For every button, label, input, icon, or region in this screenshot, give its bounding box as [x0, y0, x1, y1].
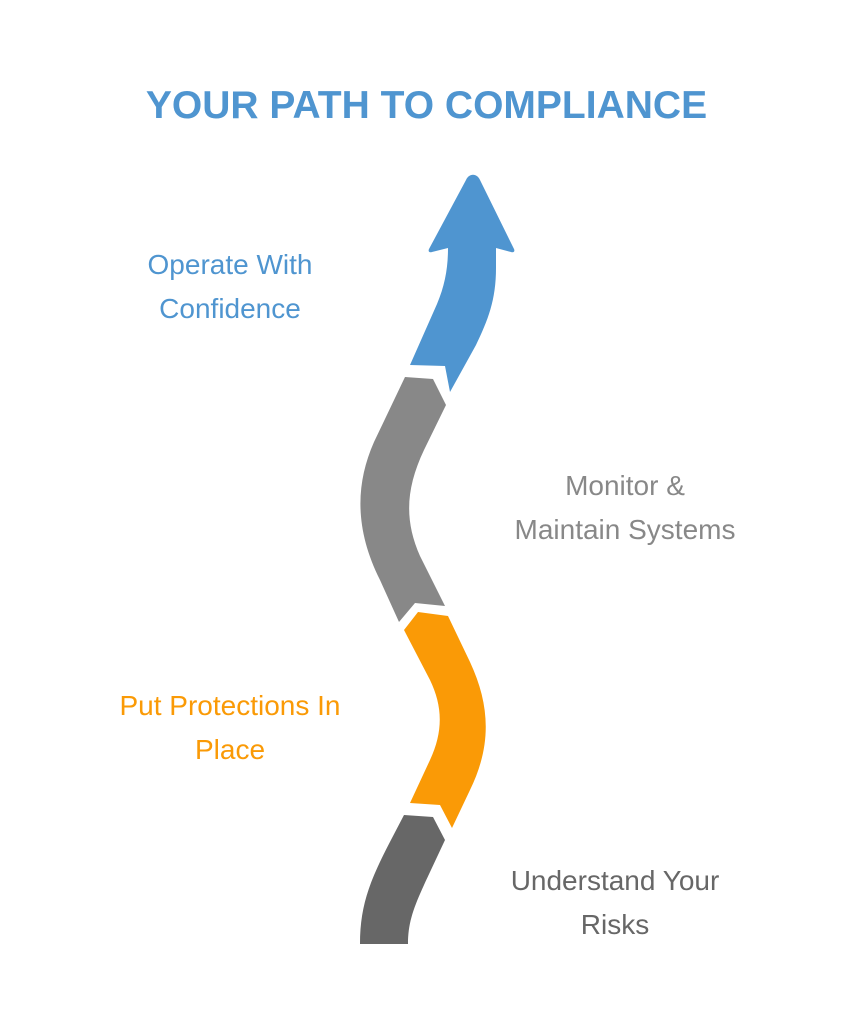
page-title: YOUR PATH TO COMPLIANCE	[145, 84, 708, 127]
path-segment-understand	[360, 815, 445, 944]
step-label-operate-line-1: Operate With	[147, 249, 313, 280]
step-label-monitor-line-2: Maintain Systems	[514, 514, 736, 545]
path-segment-monitor	[360, 377, 446, 622]
step-label-protect-line-1: Put Protections In	[119, 690, 341, 721]
step-label-protect-line-2: Place	[194, 734, 266, 765]
path-segment-protect	[404, 612, 486, 828]
step-label-operate: Operate With Confidence	[100, 243, 360, 331]
step-label-protect: Put Protections In Place	[80, 684, 380, 772]
step-label-understand-line-2: Risks	[580, 909, 650, 940]
step-label-understand-line-1: Understand Your	[510, 865, 720, 896]
step-label-monitor-line-1: Monitor &	[565, 470, 685, 501]
step-label-monitor: Monitor & Maintain Systems	[470, 464, 780, 552]
path-segment-operate-arrow	[410, 174, 515, 392]
step-label-understand: Understand Your Risks	[465, 859, 765, 947]
step-label-operate-line-2: Confidence	[159, 293, 301, 324]
